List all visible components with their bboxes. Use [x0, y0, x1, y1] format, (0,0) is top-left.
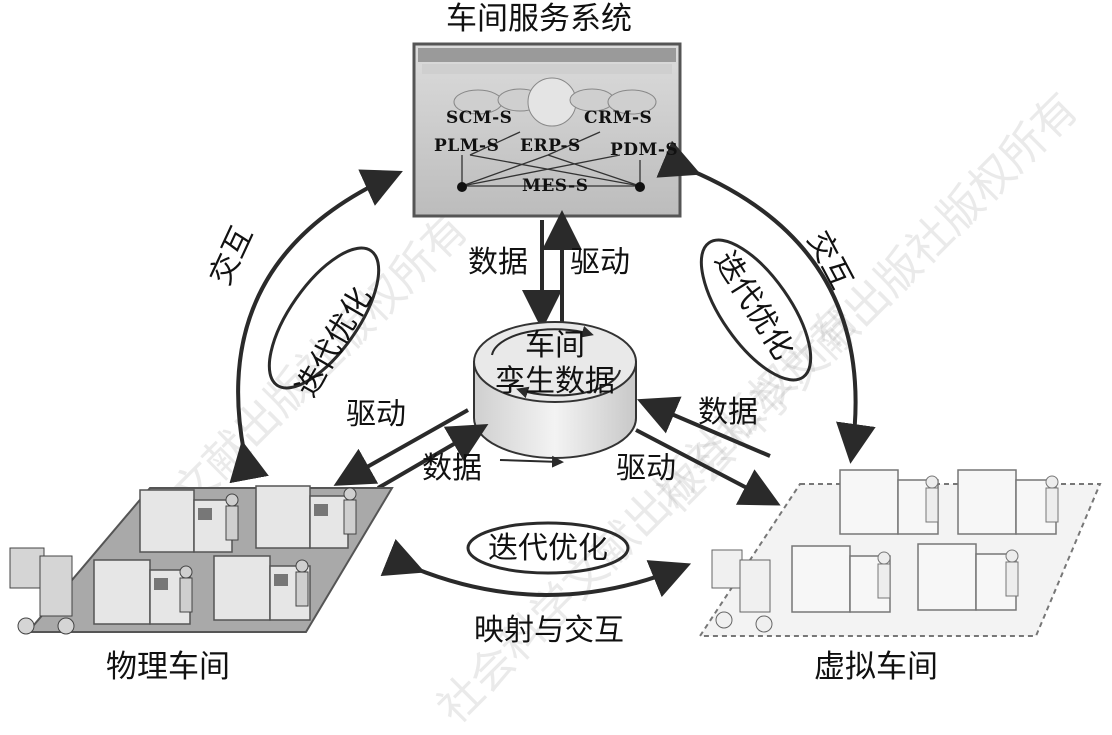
- diagram-graphics: [9, 42, 1102, 637]
- iterate-right-loop: [699, 238, 813, 382]
- twin-data-line1: 车间: [525, 328, 585, 363]
- service-crm: CRM-S: [584, 108, 653, 128]
- service-system-title: 车间服务系统: [446, 1, 632, 37]
- iterate-left-loop: [267, 246, 381, 390]
- physical-workshop-floor: [9, 485, 394, 635]
- virtual-workshop-title: 虚拟车间: [814, 649, 938, 685]
- label-drive-left: 驱动: [346, 397, 406, 432]
- physical-workshop-title: 物理车间: [106, 649, 230, 685]
- twin-data-line2: 孪生数据: [495, 364, 615, 399]
- service-scm: SCM-S: [446, 108, 513, 128]
- label-map-interact: 映射与交互: [474, 613, 624, 648]
- interact-right-arc: [656, 140, 876, 464]
- virtual-workshop-floor: [698, 469, 1102, 637]
- label-data-left: 数据: [422, 451, 482, 486]
- service-pdm: PDM-S: [610, 140, 679, 160]
- twin-data-cylinder: [473, 321, 637, 468]
- label-iterate-bottom: 迭代优化: [488, 531, 608, 566]
- digital-twin-workshop-diagram: 社会科学文献出版社版权所有 社会科学文献出版社版权所有 社会科学文献出版社版权所…: [9, 1, 1102, 734]
- iterate-bottom-loop: [466, 521, 630, 575]
- service-system-screen: [412, 42, 682, 218]
- label-drive-right: 驱动: [616, 451, 676, 486]
- interact-left-arc: [229, 169, 403, 484]
- label-data-down: 数据: [468, 245, 528, 280]
- map-interact-arc: [380, 538, 692, 598]
- service-mes: MES-S: [522, 176, 589, 196]
- twin-data-label: 车间 孪生数据: [484, 328, 626, 400]
- label-drive-up: 驱动: [570, 245, 630, 280]
- service-plm: PLM-S: [434, 136, 500, 156]
- service-erp: ERP-S: [520, 136, 581, 156]
- label-data-right: 数据: [698, 395, 758, 430]
